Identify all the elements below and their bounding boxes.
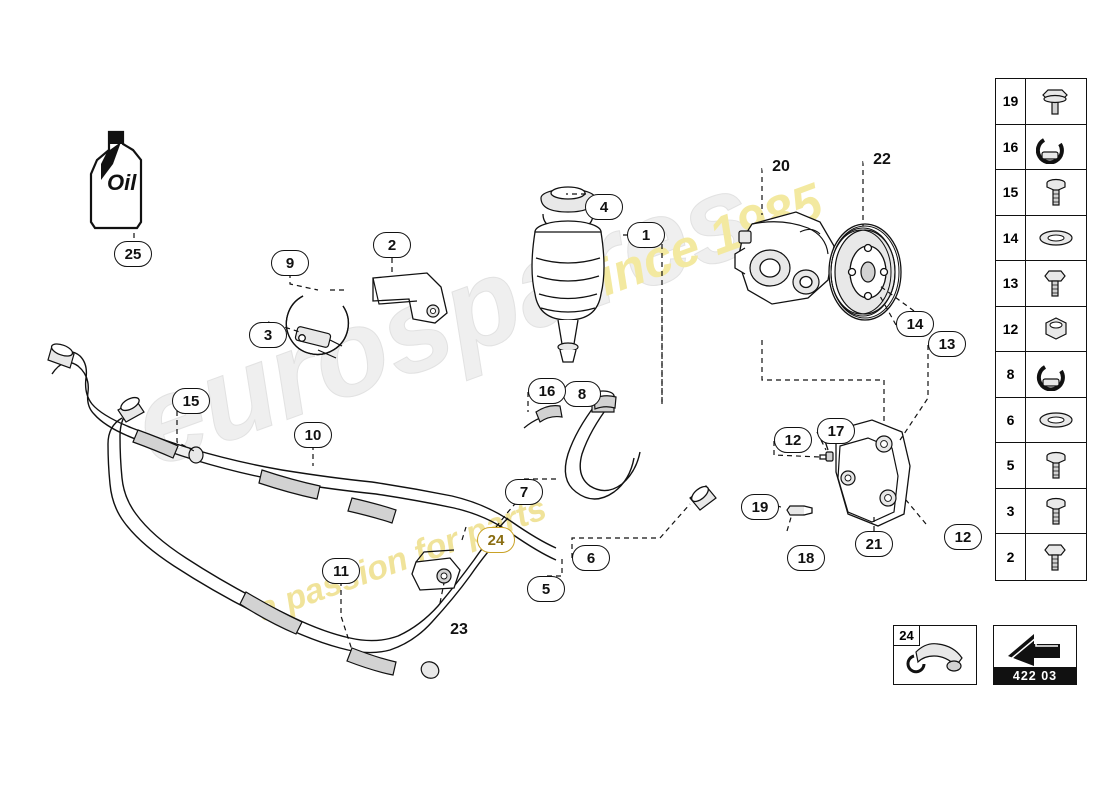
legend-row-14[interactable]: 14 — [996, 215, 1086, 261]
callout-17[interactable]: 17 — [817, 418, 855, 444]
callout-15[interactable]: 15 — [172, 388, 210, 414]
bracket-reference-box[interactable]: 24 — [893, 625, 977, 685]
callout-22[interactable]: 22 — [863, 147, 901, 173]
legend-row-3[interactable]: 3 — [996, 488, 1086, 534]
legend-row-6[interactable]: 6 — [996, 397, 1086, 443]
bolt-icon — [1026, 534, 1086, 580]
legend-row-16[interactable]: 16 — [996, 124, 1086, 170]
legend-row-13[interactable]: 13 — [996, 261, 1086, 307]
seal-ring-icon — [1026, 398, 1086, 443]
callout-16[interactable]: 16 — [528, 378, 566, 404]
arrow-reference-box[interactable]: 422 03 — [993, 625, 1077, 685]
callout-3[interactable]: 3 — [249, 322, 287, 348]
legend-row-5[interactable]: 5 — [996, 443, 1086, 489]
legend-row-2[interactable]: 2 — [996, 534, 1086, 580]
hose-clamp-icon — [1026, 352, 1086, 397]
bracket-icon — [906, 643, 963, 674]
legend-num-8: 8 — [996, 352, 1026, 397]
diagram-code: 422 03 — [994, 667, 1076, 684]
callout-24[interactable]: 24 — [477, 527, 515, 553]
screw-icon — [1026, 170, 1086, 215]
callout-12-top[interactable]: 12 — [774, 427, 812, 453]
hose-10 — [47, 343, 557, 561]
legend-row-8[interactable]: 8 — [996, 352, 1086, 398]
sleeve-18 — [786, 505, 813, 516]
callout-8[interactable]: 8 — [563, 381, 601, 407]
pump-group — [734, 211, 835, 305]
legend-row-19[interactable]: 19 — [996, 79, 1086, 125]
arrow-icon — [1008, 634, 1060, 666]
legend-num-13: 13 — [996, 261, 1026, 306]
callout-7[interactable]: 7 — [505, 479, 543, 505]
legend-num-16: 16 — [996, 124, 1026, 169]
legend-num-3: 3 — [996, 488, 1026, 533]
clamp-group — [285, 295, 350, 359]
assembly-dashed-lines — [176, 161, 929, 651]
oil-bottle-group: Oil — [85, 110, 175, 240]
legend-num-15: 15 — [996, 170, 1026, 215]
callout-4[interactable]: 4 — [585, 194, 623, 220]
legend-row-15[interactable]: 15 — [996, 170, 1086, 216]
legend-row-12[interactable]: 12 — [996, 306, 1086, 352]
legend-num-14: 14 — [996, 215, 1026, 260]
legend-num-6: 6 — [996, 397, 1026, 442]
callout-13[interactable]: 13 — [928, 331, 966, 357]
hose-7 — [523, 390, 641, 500]
screw-icon — [1026, 489, 1086, 534]
nut-icon — [1026, 307, 1086, 352]
callout-14[interactable]: 14 — [896, 311, 934, 337]
bracket-23 — [411, 549, 461, 591]
bolt-17 — [819, 451, 834, 462]
legend-num-19: 19 — [996, 79, 1026, 124]
legend-num-5: 5 — [996, 443, 1026, 488]
callout-19[interactable]: 19 — [741, 494, 779, 520]
callout-6[interactable]: 6 — [572, 545, 610, 571]
legend-panel: 19 16 15 14 13 — [995, 78, 1087, 581]
oil-label: Oil — [107, 170, 137, 195]
callout-1[interactable]: 1 — [627, 222, 665, 248]
hose-clamp-icon — [1026, 125, 1086, 170]
bolt-flange-icon — [1026, 79, 1086, 124]
seal-ring-icon — [1026, 216, 1086, 261]
screw-icon — [1026, 443, 1086, 488]
reservoir-group — [531, 186, 605, 363]
hose-11 — [107, 396, 717, 679]
callout-23[interactable]: 23 — [440, 617, 478, 643]
callout-11[interactable]: 11 — [322, 558, 360, 584]
callout-21[interactable]: 21 — [855, 531, 893, 557]
bolt-icon — [1026, 261, 1086, 306]
legend-num-12: 12 — [996, 306, 1026, 351]
pulley-group — [828, 223, 902, 321]
callout-5[interactable]: 5 — [527, 576, 565, 602]
callout-25[interactable]: 25 — [114, 241, 152, 267]
callout-9[interactable]: 9 — [271, 250, 309, 276]
callout-18[interactable]: 18 — [787, 545, 825, 571]
bracket-group — [372, 272, 448, 324]
oil-bottle-icon — [89, 130, 143, 230]
callout-12-bottom[interactable]: 12 — [944, 524, 982, 550]
callout-20[interactable]: 20 — [762, 154, 800, 180]
bracket-box-tag: 24 — [894, 626, 920, 646]
legend-num-2: 2 — [996, 534, 1026, 580]
callout-2[interactable]: 2 — [373, 232, 411, 258]
callout-10[interactable]: 10 — [294, 422, 332, 448]
